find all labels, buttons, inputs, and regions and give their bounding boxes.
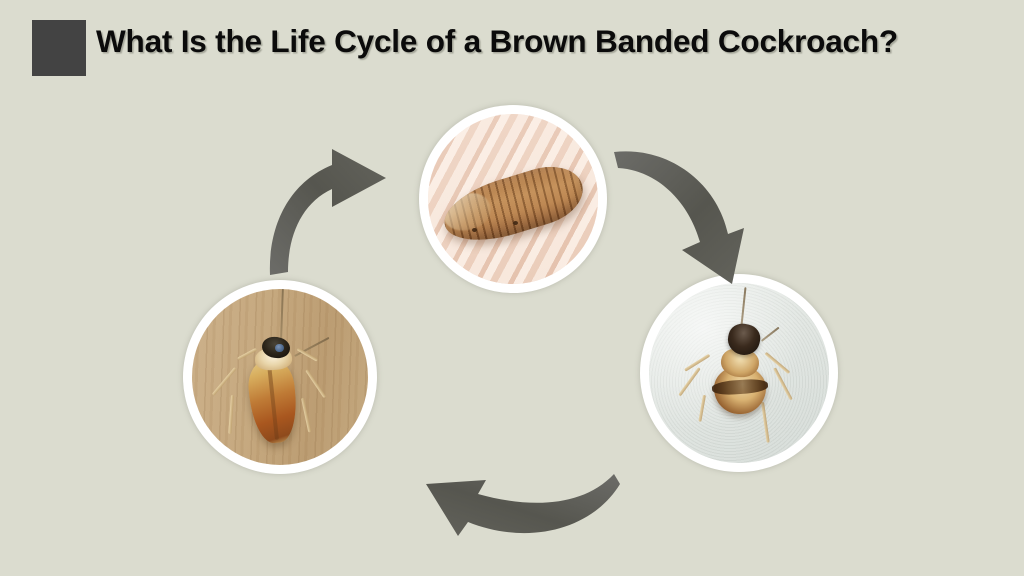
header: What Is the Life Cycle of a Brown Banded… bbox=[0, 0, 1024, 95]
cycle-node-egg[interactable] bbox=[419, 105, 607, 293]
egg-photo bbox=[428, 114, 598, 284]
page-title: What Is the Life Cycle of a Brown Banded… bbox=[96, 23, 898, 59]
arrow-adult-to-egg bbox=[269, 149, 386, 275]
adult-body-group bbox=[192, 289, 368, 465]
nymph-leg-mid-left bbox=[677, 366, 701, 397]
ootheca-speck-left bbox=[472, 227, 478, 232]
adult-antenna-left bbox=[280, 289, 284, 342]
arrow-nymph-to-adult bbox=[426, 474, 620, 536]
nymph-antenna-right bbox=[760, 326, 779, 342]
nymph-body-group bbox=[649, 283, 829, 463]
adult-leg-hind-left bbox=[228, 394, 234, 434]
adult-background bbox=[192, 289, 368, 465]
adult-eye bbox=[274, 343, 284, 353]
cycle-node-nymph[interactable] bbox=[640, 274, 838, 472]
nymph-background bbox=[649, 283, 829, 463]
ootheca-background bbox=[428, 114, 598, 284]
accent-square bbox=[32, 20, 86, 76]
adult-photo bbox=[192, 289, 368, 465]
adult-leg-mid-left bbox=[211, 367, 237, 397]
adult-antenna-right bbox=[294, 337, 330, 357]
adult-leg-mid-right bbox=[304, 369, 326, 399]
nymph-leg-mid-right bbox=[773, 366, 793, 401]
adult-leg-hind-right bbox=[301, 397, 312, 433]
cycle-node-adult[interactable] bbox=[183, 280, 377, 474]
nymph-photo bbox=[649, 283, 829, 463]
nymph-leg-hind-right bbox=[760, 401, 770, 444]
nymph-leg-hind-left bbox=[698, 394, 706, 422]
ootheca-speck-right bbox=[513, 221, 518, 226]
arrow-egg-to-nymph bbox=[614, 151, 744, 284]
ootheca-capsule bbox=[436, 157, 590, 253]
